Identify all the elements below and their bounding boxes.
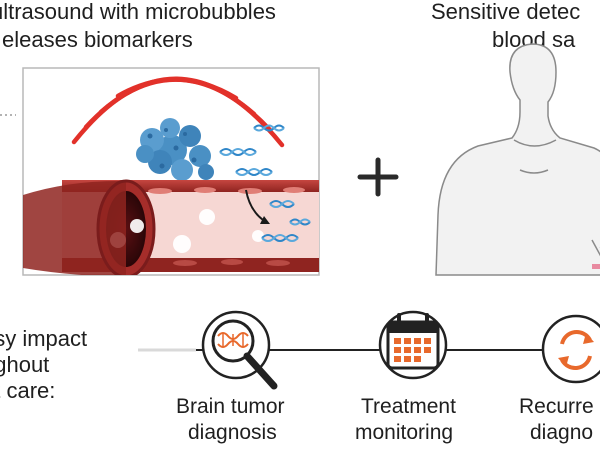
stage-recurrence-line1: Recurre: [519, 395, 594, 418]
impact-label-line1: osy impact: [0, 326, 88, 351]
ultrasound-title-line2: eleases biomarkers: [2, 27, 193, 52]
tumor-icon: [136, 118, 214, 181]
calendar-icon: [378, 310, 448, 380]
impact-label-line3: nt care:: [0, 378, 56, 403]
impact-label-line2: ughout: [0, 352, 50, 377]
plus-icon: [357, 157, 399, 197]
recurrence-cycle-icon: [541, 314, 600, 384]
dna-magnifier-icon: [201, 310, 278, 390]
blood-vessel-icon: [23, 179, 319, 275]
ultrasound-title-line1: ultrasound with microbubbles: [0, 0, 276, 24]
dna-biomarker-icon: [219, 124, 311, 242]
arrowhead-icon: [260, 216, 270, 224]
ultrasound-waves-icon: [71, 76, 285, 148]
detection-title-line1: Sensitive detec: [431, 0, 581, 24]
human-body-icon: [435, 43, 600, 276]
stage-recurrence-line2: diagno: [530, 421, 594, 444]
stage-diagnosis-line2: diagnosis: [188, 421, 277, 444]
stage-monitoring-line1: Treatment: [361, 395, 456, 418]
stage-diagnosis-line1: Brain tumor: [176, 395, 285, 418]
stage-monitoring-line2: monitoring: [355, 421, 454, 444]
